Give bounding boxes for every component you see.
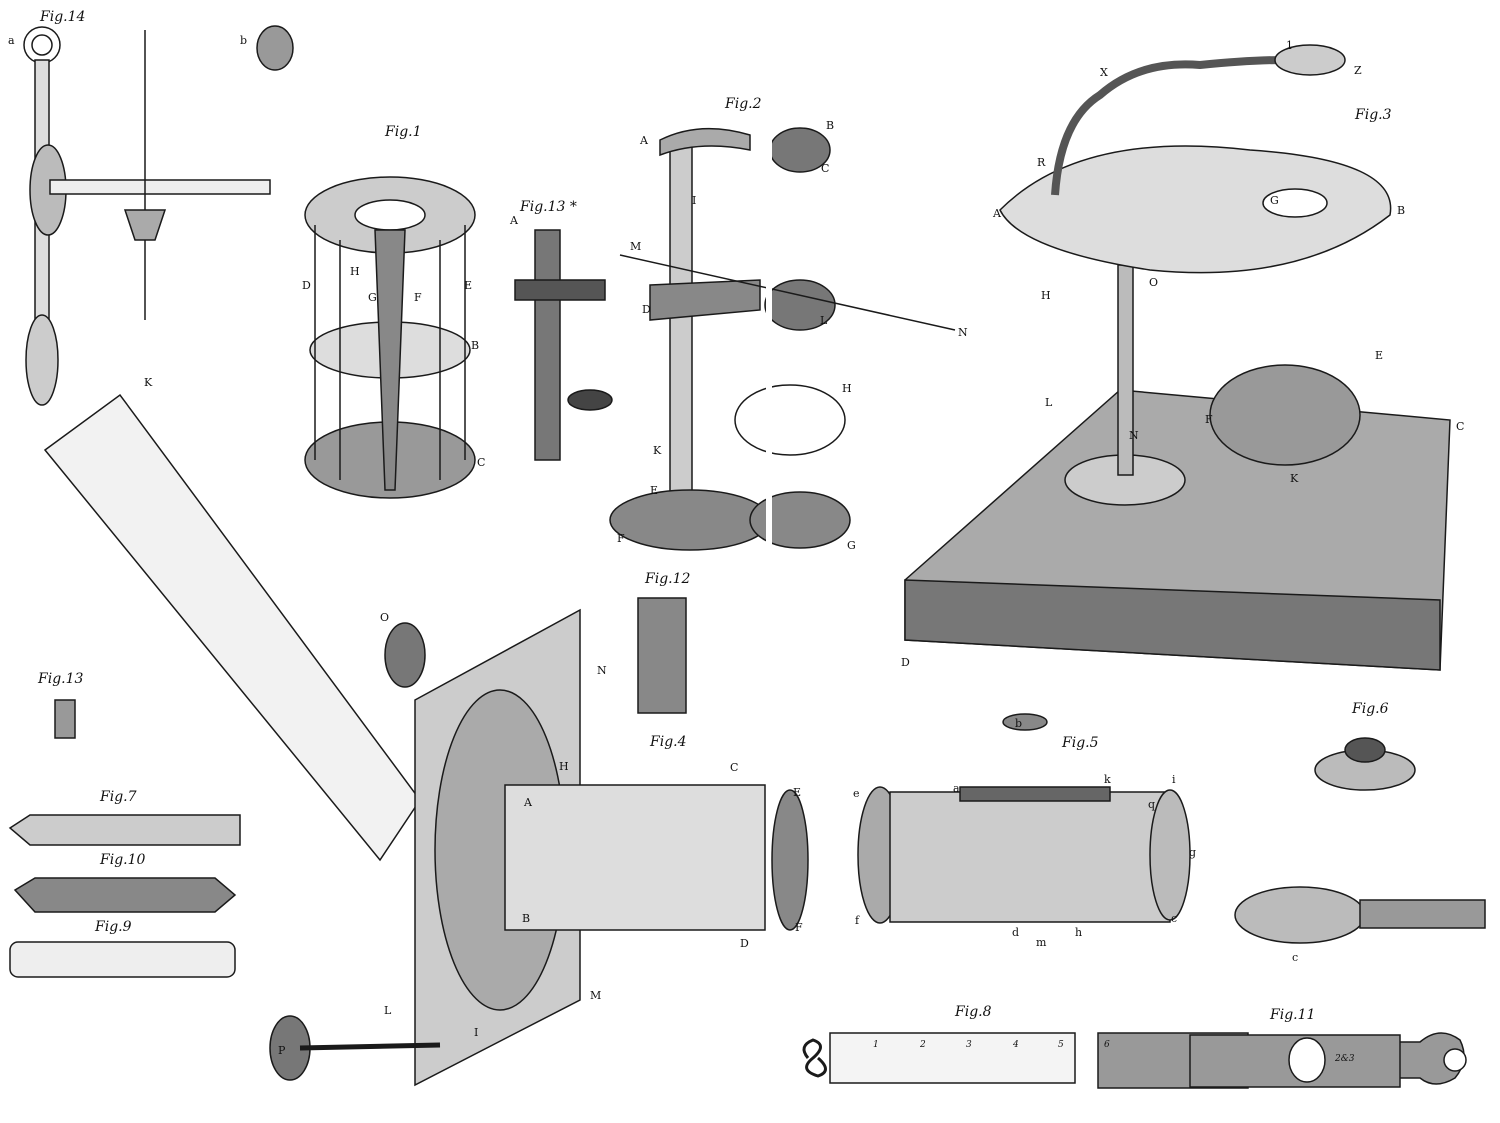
fig1-label: F bbox=[414, 291, 422, 304]
fig13-title: Fig.13 bbox=[38, 671, 84, 687]
fig5-label: d bbox=[1012, 926, 1020, 939]
fig5-drawing bbox=[857, 713, 1191, 924]
fig8-ruler-number: 2 bbox=[920, 1040, 926, 1050]
fig2-label: E bbox=[650, 484, 659, 497]
fig1-label: H bbox=[350, 265, 360, 278]
fig5-label: c bbox=[1171, 912, 1178, 925]
fig5-label: f bbox=[855, 914, 860, 927]
fig14-label: a bbox=[8, 34, 15, 47]
fig2-label: I bbox=[692, 194, 697, 207]
fig3-drawing bbox=[904, 44, 1451, 671]
fig1-label: D bbox=[302, 279, 311, 292]
fig5-label: m bbox=[1036, 936, 1047, 949]
fig1-label: C bbox=[477, 456, 486, 469]
fig1-label: B bbox=[471, 339, 480, 352]
fig10-title: Fig.10 bbox=[100, 852, 146, 868]
fig4-label: I bbox=[474, 1026, 479, 1039]
fig2-label: M bbox=[630, 240, 642, 253]
fig4-label: E bbox=[793, 786, 802, 799]
fig5-label: e bbox=[853, 787, 860, 800]
fig3-label: N bbox=[1129, 429, 1139, 442]
fig4-label: D bbox=[740, 937, 749, 950]
fig2-label: D bbox=[642, 303, 651, 316]
fig4-label: C bbox=[730, 761, 739, 774]
fig12-title: Fig.12 bbox=[645, 571, 691, 587]
fig3-title: Fig.3 bbox=[1355, 107, 1392, 123]
fig6-handle-drawing bbox=[1234, 737, 1486, 944]
fig4-label: L bbox=[384, 1004, 392, 1017]
fig8-title: Fig.8 bbox=[955, 1004, 992, 1020]
fig2-drawing bbox=[609, 100, 956, 560]
fig11-title: Fig.11 bbox=[1270, 1007, 1316, 1023]
fig8-ruler-number: 6 bbox=[1104, 1040, 1110, 1050]
fig3-label: A bbox=[993, 207, 1001, 220]
fig5-label: a bbox=[953, 782, 960, 795]
fig3-label: Z bbox=[1354, 64, 1362, 77]
fig1-drawing bbox=[304, 176, 476, 499]
fig3-label: D bbox=[901, 656, 910, 669]
fig2-label: B bbox=[826, 119, 835, 132]
fig8-ruler-number: 1 bbox=[873, 1040, 879, 1050]
fig2-label: L bbox=[820, 314, 828, 327]
fig8-ruler-number: 5 bbox=[1058, 1040, 1064, 1050]
fig5-label: g bbox=[1189, 846, 1197, 859]
fig3-label: B bbox=[1397, 204, 1406, 217]
fig14-label: b bbox=[240, 34, 248, 47]
fig3-label: 1 bbox=[1286, 39, 1293, 52]
fig2-label: F bbox=[617, 532, 625, 545]
fig9-title: Fig.9 bbox=[95, 919, 132, 935]
fig13star-drawing bbox=[514, 229, 613, 461]
fig5-label: i bbox=[1172, 773, 1176, 786]
fig3-label: R bbox=[1037, 156, 1046, 169]
fig14-title: Fig.14 bbox=[40, 9, 86, 25]
fig4-label: P bbox=[278, 1044, 286, 1057]
fig3-label: F bbox=[1205, 413, 1213, 426]
fig7-title: Fig.7 bbox=[100, 789, 137, 805]
fig2-label: A bbox=[640, 134, 648, 147]
fig5-label: q bbox=[1148, 798, 1156, 811]
fig5-label: h bbox=[1075, 926, 1083, 939]
fig2-label: C bbox=[821, 162, 830, 175]
fig1-label: E bbox=[464, 279, 473, 292]
fig2-label: G bbox=[847, 539, 856, 552]
fig4-label: F bbox=[795, 921, 803, 934]
fig3-label: C bbox=[1456, 420, 1465, 433]
fig13-star-title: Fig.13 * bbox=[520, 199, 577, 215]
fig5-title: Fig.5 bbox=[1062, 735, 1099, 751]
fig4-label: A bbox=[524, 796, 532, 809]
fig3-label: K bbox=[1290, 472, 1299, 485]
fig1-label: G bbox=[368, 291, 377, 304]
fig4-label: H bbox=[559, 760, 569, 773]
fig4-drawing bbox=[43, 393, 809, 1087]
fig2-title: Fig.2 bbox=[725, 96, 762, 112]
fig6-title: Fig.6 bbox=[1352, 701, 1389, 717]
fig2-label: N bbox=[958, 326, 968, 339]
fig3-label: G bbox=[1270, 194, 1279, 207]
fig14-drawing bbox=[23, 25, 294, 406]
fig4-title: Fig.4 bbox=[650, 734, 687, 750]
fig4-label: B bbox=[522, 912, 531, 925]
fig1-label: A bbox=[510, 214, 518, 227]
fig3-label: X bbox=[1100, 66, 1108, 79]
fig3-label: H bbox=[1041, 289, 1051, 302]
fig3-label: E bbox=[1375, 349, 1384, 362]
fig5-label: b bbox=[1015, 717, 1023, 730]
fig8-ruler-number: 4 bbox=[1013, 1040, 1019, 1050]
fig8-ruler-number: 3 bbox=[966, 1040, 972, 1050]
fig5-label: k bbox=[1104, 773, 1111, 786]
fig2-label: H bbox=[842, 382, 852, 395]
fig1-title: Fig.1 bbox=[385, 124, 422, 140]
fig11-marking: 2&3 bbox=[1335, 1054, 1355, 1064]
fig4-label: N bbox=[597, 664, 607, 677]
fig3-label: L bbox=[1045, 396, 1053, 409]
fig4-label: M bbox=[590, 989, 602, 1002]
fig6-label: c bbox=[1292, 951, 1299, 964]
fig3-label: O bbox=[1149, 276, 1159, 289]
fig8-fig11-drawings bbox=[802, 1032, 1467, 1089]
fig2-label: K bbox=[653, 444, 662, 457]
fig4-label: O bbox=[380, 611, 390, 624]
fig4-label: K bbox=[144, 376, 153, 389]
fig7-10-9-drawings bbox=[8, 814, 241, 978]
